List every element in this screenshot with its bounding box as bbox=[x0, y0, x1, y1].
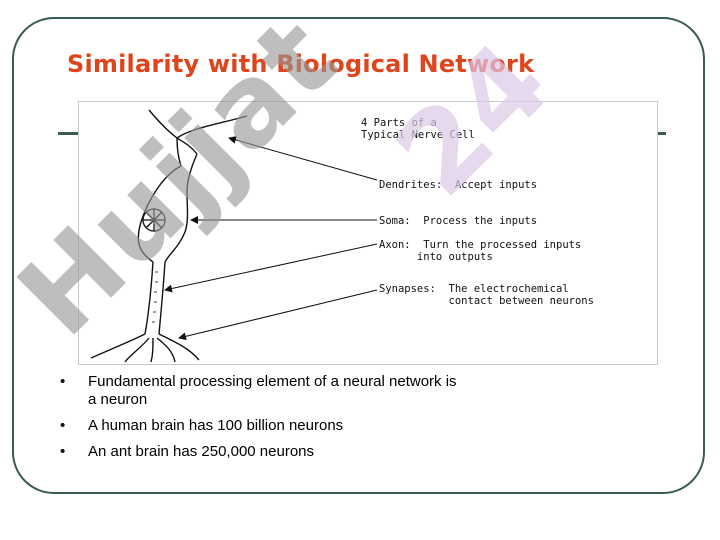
label-dendrites: Dendrites: Accept inputs bbox=[379, 179, 537, 191]
bullet-icon: • bbox=[60, 373, 66, 390]
bullet-icon: • bbox=[60, 417, 66, 434]
label-arrows bbox=[164, 136, 378, 341]
bullet-list: • Fundamental processing element of a neu… bbox=[60, 373, 460, 469]
axon-myelin-ticks bbox=[152, 271, 158, 323]
nerve-cell-diagram: 4 Parts of a Typical Nerve Cell Dendrite… bbox=[90, 109, 594, 363]
slide-title: Similarity with Biological Network bbox=[67, 50, 535, 78]
soma-nucleus bbox=[142, 208, 166, 232]
label-axon: Axon: Turn the processed inputs bbox=[379, 239, 581, 251]
figure-heading-line1: 4 Parts of a bbox=[361, 117, 437, 129]
bullet-icon: • bbox=[60, 443, 66, 460]
nerve-cell-figure: 4 Parts of a Typical Nerve Cell Dendrite… bbox=[78, 101, 658, 365]
bullet-item: • Fundamental processing element of a neu… bbox=[60, 373, 460, 409]
figure-heading-line2: Typical Nerve Cell bbox=[361, 129, 475, 141]
bullet-text: Fundamental processing element of a neur… bbox=[88, 373, 457, 408]
bullet-text: A human brain has 100 billion neurons bbox=[88, 417, 344, 434]
label-synapses-line2: contact between neurons bbox=[379, 295, 594, 307]
label-axon-line2: into outputs bbox=[379, 251, 493, 263]
bullet-text: An ant brain has 250,000 neurons bbox=[88, 443, 315, 460]
bullet-item: • An ant brain has 250,000 neurons bbox=[60, 443, 460, 461]
label-synapses: Synapses: The electrochemical bbox=[379, 283, 569, 295]
bullet-item: • A human brain has 100 billion neurons bbox=[60, 417, 460, 435]
neuron-outline bbox=[90, 109, 248, 363]
label-soma: Soma: Process the inputs bbox=[379, 215, 537, 227]
